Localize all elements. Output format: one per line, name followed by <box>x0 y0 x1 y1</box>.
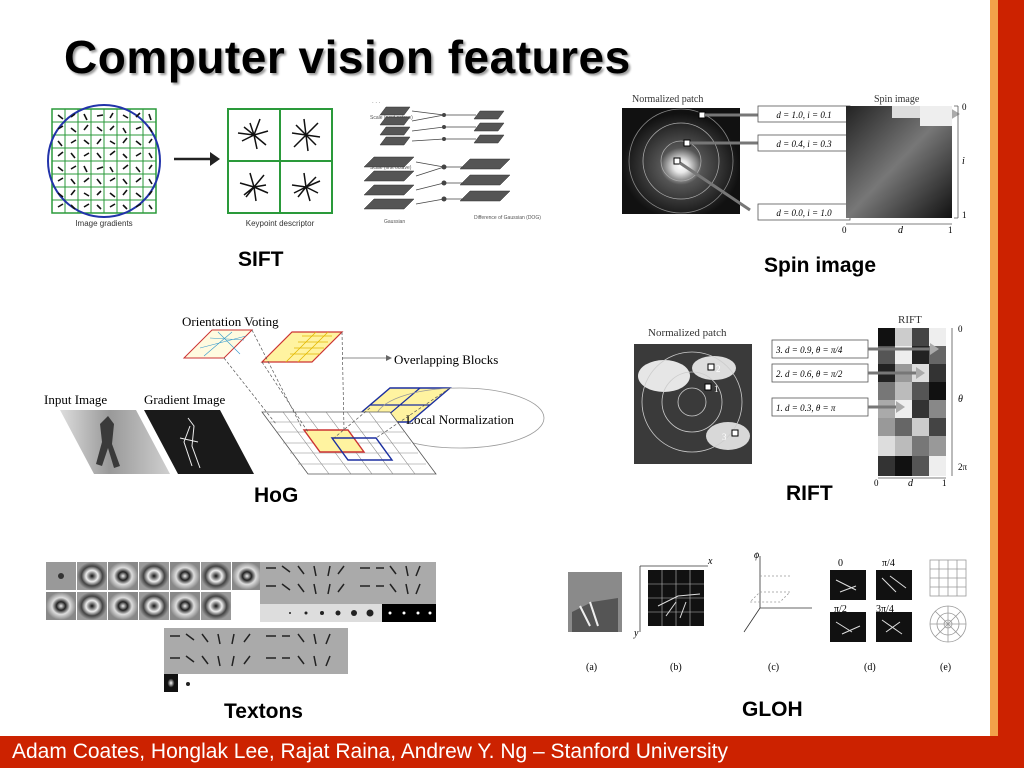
hog-label: HoG <box>254 484 299 507</box>
rift-normalized-patch-label: Normalized patch <box>648 327 727 339</box>
keypoint-descriptor-grid <box>227 108 333 214</box>
rift-axis-2pi: 2π <box>958 462 968 472</box>
input-image-label: Input Image <box>44 392 107 407</box>
rift-xaxis-1: 1 <box>942 478 947 486</box>
spin-axis-i: i <box>962 156 965 167</box>
gloh-caption-e: (e) <box>940 662 951 673</box>
spin-image-figure: Normalized patch d = 1.0, i = 0.1 d = 0.… <box>622 94 967 236</box>
rift-axis-0: 0 <box>958 324 963 334</box>
textons-label: Textons <box>224 700 303 723</box>
gloh-caption-b: (b) <box>670 662 682 673</box>
gloh-caption-c: (c) <box>768 662 779 673</box>
image-gradients-grid <box>47 104 161 218</box>
texton-filter-bank-rings <box>46 562 262 620</box>
slide-title: Computer vision features <box>64 31 631 83</box>
accent-bar-red <box>998 0 1024 740</box>
gloh-3d-axes <box>743 556 812 633</box>
rift-figure: Normalized patch 2 1 3 3. d = 0.9, θ = π… <box>634 314 968 486</box>
dog-pyramid: . . . Scale (next octave) Scale (first o… <box>363 99 541 225</box>
dog-caption: Difference of Gaussian (DOG) <box>474 215 541 221</box>
rift-point-2: 2 <box>716 364 721 374</box>
gloh-orient-3pi4: 3π/4 <box>876 604 894 615</box>
spin-image-label: Spin image <box>874 94 920 105</box>
gloh-label: GLOH <box>742 698 803 721</box>
rift-box-1: 3. d = 0.9, θ = π/4 <box>775 345 843 355</box>
arrow-right-icon <box>210 152 220 166</box>
rift-label: RIFT <box>786 482 833 505</box>
gloh-orient-0: 0 <box>838 558 843 569</box>
spin-image-label-main: Spin image <box>764 254 877 277</box>
spin-xaxis-d: d <box>898 225 904 236</box>
spin-box-3: d = 0.0, i = 1.0 <box>776 208 832 218</box>
hog-input-image <box>60 410 170 474</box>
texton-filter-bank-bars <box>260 562 436 622</box>
gaussian-caption: Gaussian <box>384 219 405 225</box>
rift-box-3: 1. d = 0.3, θ = π <box>776 403 836 413</box>
image-gradients-caption: Image gradients <box>75 219 132 228</box>
footer-credits: Adam Coates, Honglak Lee, Rajat Raina, A… <box>12 740 728 763</box>
scale-first-octave-label: Scale (first octave) <box>370 165 412 171</box>
gloh-orient-pi4: π/4 <box>882 558 895 569</box>
rift-xaxis-d: d <box>908 478 914 486</box>
footer-bar: Adam Coates, Honglak Lee, Rajat Raina, A… <box>0 736 1024 768</box>
rift-xaxis-0: 0 <box>874 478 879 486</box>
hog-gradient-image <box>144 410 254 474</box>
rift-point-3: 3 <box>722 432 727 442</box>
sift-label: SIFT <box>238 248 284 271</box>
spin-axis-1: 1 <box>962 210 967 220</box>
spin-normalized-patch-label: Normalized patch <box>632 94 703 105</box>
keypoint-descriptor-caption: Keypoint descriptor <box>246 219 315 228</box>
hog-figure: Orientation Voting Overlapping Blocks Lo… <box>44 314 545 475</box>
rift-heatmap-label: RIFT <box>898 314 922 326</box>
spin-axis-0: 0 <box>962 102 967 112</box>
gloh-orientation-patches <box>830 570 912 642</box>
hog-cell-grid <box>261 411 437 475</box>
spin-xaxis-1: 1 <box>948 225 953 235</box>
gloh-caption-a: (a) <box>586 662 597 673</box>
local-normalization-label: Local Normalization <box>406 412 514 427</box>
spin-xaxis-0: 0 <box>842 225 847 235</box>
rift-axis-theta: θ <box>958 394 963 405</box>
rift-point-1: 1 <box>714 384 719 394</box>
rift-box-2: 2. d = 0.6, θ = π/2 <box>776 369 843 379</box>
orientation-voting-label: Orientation Voting <box>182 314 279 329</box>
spin-box-1: d = 1.0, i = 0.1 <box>776 110 831 120</box>
spin-patch-image <box>622 108 740 214</box>
sift-figure: Image gradients Keypoint descriptor . . … <box>47 99 541 228</box>
overlapping-blocks-label: Overlapping Blocks <box>394 352 498 367</box>
gloh-orient-pi2: π/2 <box>834 604 847 615</box>
gloh-grid-e <box>929 559 967 643</box>
gloh-axis-phi: ϕ <box>754 552 759 561</box>
gradient-image-label: Gradient Image <box>144 392 225 407</box>
texton-filter-bank-lower <box>164 628 348 692</box>
svg-text:. . .: . . . <box>372 99 381 105</box>
accent-bar-orange <box>990 0 998 740</box>
gloh-axis-y: y <box>633 628 639 639</box>
gloh-caption-d: (d) <box>864 662 876 673</box>
gloh-figure: x y ϕ 0 π/4 π/2 3π/4 (a) (b) (c) (d) (e) <box>568 552 967 673</box>
textons-figure <box>46 562 436 692</box>
spin-box-2: d = 0.4, i = 0.3 <box>776 139 832 149</box>
gloh-axis-x: x <box>707 556 713 567</box>
